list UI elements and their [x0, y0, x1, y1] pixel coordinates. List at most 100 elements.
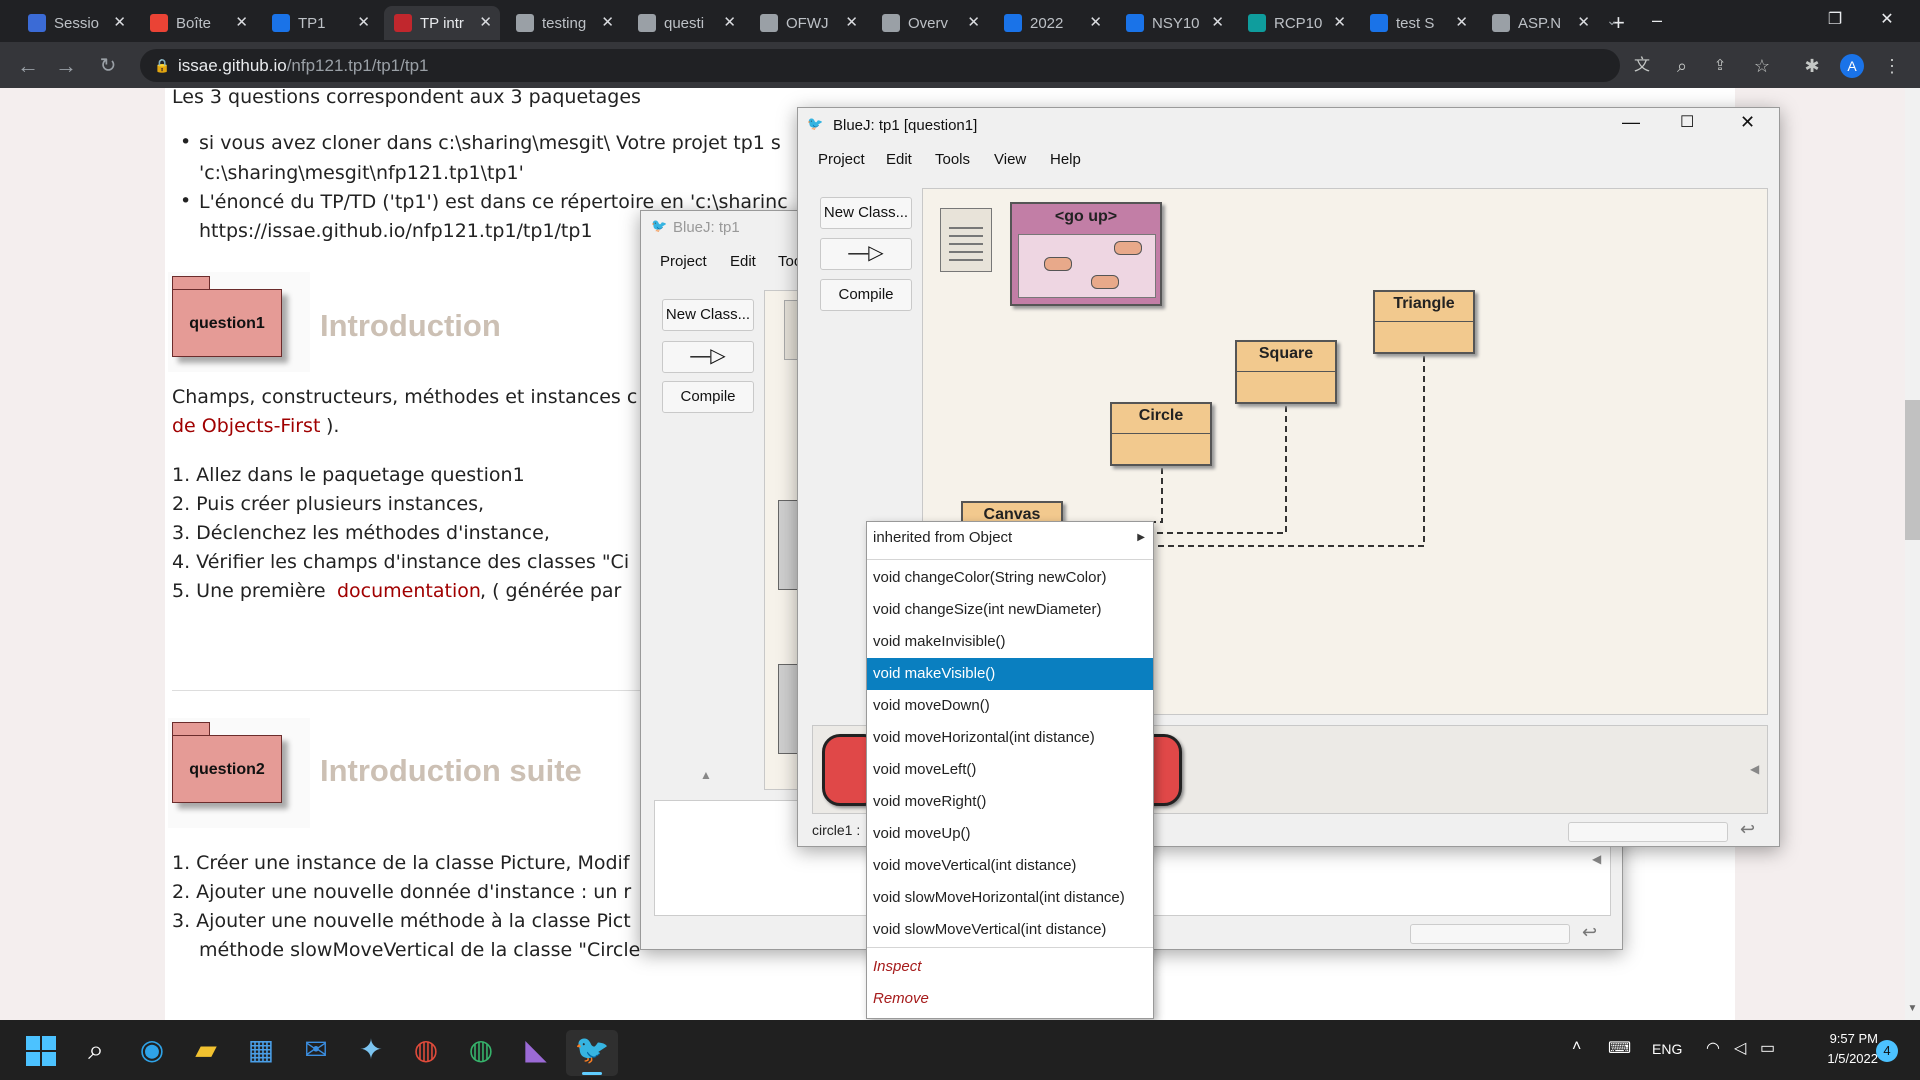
browser-tab[interactable]: TP intr✕ — [384, 6, 500, 40]
menu-inherited-from-object[interactable]: inherited from Object▶ — [867, 522, 1153, 554]
forward-icon[interactable]: → — [55, 53, 77, 78]
go-up-package[interactable]: <go up> — [1010, 202, 1162, 306]
mail-icon[interactable]: ✉ — [304, 1034, 328, 1065]
question2-folder[interactable]: question2 — [172, 735, 282, 803]
close-icon[interactable]: ✕ — [1740, 112, 1756, 132]
scroll-down-icon[interactable]: ▼ — [1907, 1003, 1918, 1014]
reset-icon[interactable]: ↩ — [1740, 819, 1756, 839]
browser-tab[interactable]: Overv✕ — [872, 6, 988, 40]
method-menu-item[interactable]: void moveVertical(int distance) — [873, 857, 1077, 874]
close-window-icon[interactable]: ✕ — [1880, 11, 1894, 28]
clock-time[interactable]: 9:57 PM — [1829, 1031, 1878, 1046]
language-indicator[interactable]: ENG — [1652, 1041, 1683, 1057]
browser-tab[interactable]: questi✕ — [628, 6, 744, 40]
tab-close-icon[interactable]: ✕ — [1455, 14, 1468, 31]
documentation-link[interactable]: documentation — [337, 580, 481, 602]
store-icon[interactable]: ▦ — [247, 1034, 275, 1065]
tab-close-icon[interactable]: ✕ — [845, 14, 858, 31]
wifi-icon[interactable]: ◠ — [1706, 1040, 1720, 1057]
bookmark-star-icon[interactable]: ☆ — [1753, 56, 1771, 76]
compile-button[interactable]: Compile — [662, 381, 754, 413]
tab-search-icon[interactable]: ⌄ — [1606, 12, 1618, 28]
method-menu-item[interactable]: void moveDown() — [873, 697, 990, 714]
menu-edit[interactable]: Edit — [730, 253, 756, 270]
file-explorer-icon[interactable]: ▰ — [195, 1034, 217, 1065]
readme-icon[interactable] — [784, 300, 798, 360]
browser-tab[interactable]: Boîte✕ — [140, 6, 256, 40]
visual-studio-icon[interactable]: ◣ — [525, 1034, 547, 1065]
bluej-taskbar-button[interactable] — [566, 1030, 618, 1076]
tray-chevron-icon[interactable]: ˄ — [1572, 1038, 1582, 1055]
volume-icon[interactable]: ◁ — [1734, 1040, 1747, 1057]
battery-icon[interactable]: ▭ — [1760, 1040, 1776, 1057]
translate-icon[interactable]: 文 — [1633, 57, 1650, 74]
method-menu-item[interactable]: void makeInvisible() — [873, 633, 1006, 650]
tab-close-icon[interactable]: ✕ — [1089, 14, 1102, 31]
arrow-tool-button[interactable]: —▷ — [662, 341, 754, 373]
method-menu-item[interactable]: void changeColor(String newColor) — [873, 569, 1107, 586]
collapse-arrow-icon[interactable]: ◀ — [1592, 852, 1602, 866]
bluej-app-icon[interactable]: 🐦 — [574, 1034, 610, 1065]
browser-tab[interactable]: OFWJ✕ — [750, 6, 866, 40]
method-menu-item[interactable]: void moveRight() — [873, 793, 987, 810]
tab-close-icon[interactable]: ✕ — [479, 14, 492, 31]
chrome-profile-icon[interactable]: ◍ — [468, 1034, 494, 1065]
new-class-button[interactable]: New Class... — [820, 197, 912, 229]
back-icon[interactable]: ← — [17, 53, 39, 78]
maximize-icon[interactable]: ☐ — [1680, 114, 1695, 131]
browser-tab[interactable]: TP1✕ — [262, 6, 378, 40]
collapse-arrow-icon[interactable]: ◀ — [1750, 762, 1760, 776]
browser-tab[interactable]: test S✕ — [1360, 6, 1476, 40]
zoom-icon[interactable]: ⌕ — [1676, 56, 1688, 76]
tab-close-icon[interactable]: ✕ — [601, 14, 614, 31]
inspect-menu-item[interactable]: Inspect — [873, 958, 922, 975]
objects-first-link[interactable]: de Objects-First — [172, 415, 321, 437]
tab-close-icon[interactable]: ✕ — [357, 14, 370, 31]
scroll-up-arrow-icon[interactable]: ▲ — [700, 768, 712, 782]
tab-close-icon[interactable]: ✕ — [723, 14, 736, 31]
chrome-icon[interactable]: ◍ — [413, 1034, 439, 1065]
keyboard-icon[interactable]: ⌨ — [1608, 1040, 1632, 1057]
tab-close-icon[interactable]: ✕ — [235, 14, 248, 31]
compile-button[interactable]: Compile — [820, 279, 912, 311]
tab-close-icon[interactable]: ✕ — [967, 14, 980, 31]
browser-tab[interactable]: RCP10✕ — [1238, 6, 1354, 40]
browser-tab[interactable]: ASP.N✕ — [1482, 6, 1598, 40]
readme-note-icon[interactable] — [940, 208, 992, 272]
question1-folder[interactable]: question1 — [172, 289, 282, 357]
notification-badge[interactable]: 4 — [1876, 1040, 1898, 1062]
menu-help[interactable]: Help — [1050, 151, 1081, 168]
menu-kebab-icon[interactable]: ⋮ — [1883, 56, 1901, 76]
browser-tab[interactable]: NSY10✕ — [1116, 6, 1232, 40]
share-icon[interactable]: ⇪ — [1713, 57, 1727, 74]
class-circle[interactable]: Circle — [1110, 402, 1212, 466]
menu-project[interactable]: Project — [660, 253, 707, 270]
clock-date[interactable]: 1/5/2022 — [1827, 1051, 1878, 1066]
method-menu-item[interactable]: void moveLeft() — [873, 761, 977, 778]
method-menu-item[interactable]: void moveHorizontal(int distance) — [873, 729, 1095, 746]
reload-icon[interactable]: ↻ — [99, 55, 117, 77]
browser-tab[interactable]: 2022✕ — [994, 6, 1110, 40]
method-menu-item[interactable]: void slowMoveHorizontal(int distance) — [873, 889, 1125, 906]
minimize-icon[interactable]: — — [1622, 112, 1640, 132]
arrow-tool-button[interactable]: —▷ — [820, 238, 912, 270]
windows-start-icon[interactable] — [26, 1036, 56, 1066]
tab-close-icon[interactable]: ✕ — [1577, 14, 1590, 31]
new-class-button[interactable]: New Class... — [662, 299, 754, 331]
browser-tab[interactable]: testing✕ — [506, 6, 622, 40]
address-bar[interactable]: 🔒 issae.github.io/nfp121.tp1/tp1/tp1 — [140, 49, 1620, 82]
method-menu-item[interactable]: void moveUp() — [873, 825, 971, 842]
profile-avatar[interactable]: A — [1840, 54, 1864, 78]
scrollbar-thumb[interactable] — [1905, 400, 1920, 540]
reset-icon[interactable]: ↩ — [1582, 922, 1598, 942]
scrollbar[interactable] — [1905, 88, 1920, 1020]
class-square[interactable]: Square — [1235, 340, 1337, 404]
class-triangle[interactable]: Triangle — [1373, 290, 1475, 354]
menu-project[interactable]: Project — [818, 151, 865, 168]
tab-close-icon[interactable]: ✕ — [1333, 14, 1346, 31]
tab-close-icon[interactable]: ✕ — [113, 14, 126, 31]
restore-icon[interactable]: ❐ — [1827, 11, 1843, 28]
menu-view[interactable]: View — [994, 151, 1027, 168]
minimize-icon[interactable]: – — [1651, 10, 1662, 30]
tab-close-icon[interactable]: ✕ — [1211, 14, 1224, 31]
